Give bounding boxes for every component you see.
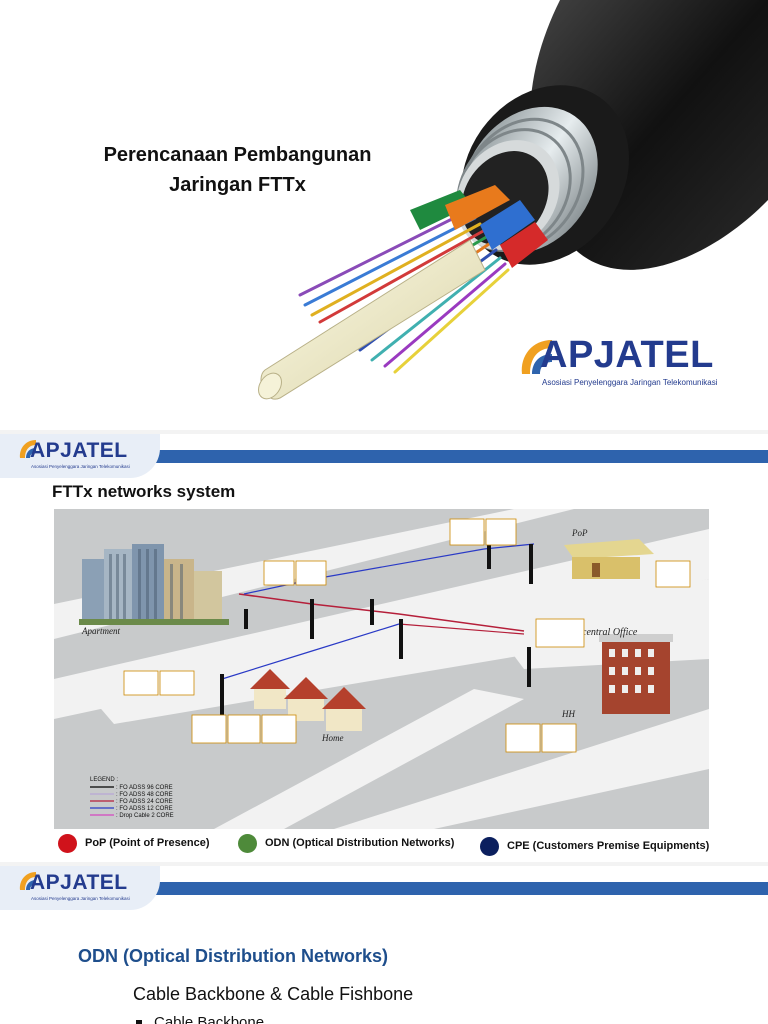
hh-label: HH — [561, 709, 575, 719]
key-odn: ODN (Optical Distribution Networks) — [238, 830, 454, 856]
home-label: Home — [321, 733, 344, 743]
fiber-cable-illustration — [258, 0, 768, 400]
slide-header: APJATEL Asosiasi Penyelenggara Jaringan … — [0, 434, 768, 478]
apjatel-swirl-icon — [521, 340, 552, 374]
legend-list: : FO ADSS 96 CORE : FO ADSS 48 CORE : FO… — [90, 785, 174, 819]
legend-item: : FO ADSS 12 CORE — [116, 806, 173, 812]
key-cpe: CPE (Customers Premise Equipments) — [480, 833, 709, 859]
central-office-label: central Office — [582, 627, 638, 638]
bullet-item: Cable Backbone — [136, 1014, 264, 1024]
slide-heading: ODN (Optical Distribution Networks) — [78, 946, 389, 966]
legend-item: : FO ADSS 24 CORE — [116, 799, 173, 805]
apartment-label: Apartment — [81, 626, 120, 636]
red-dot-icon — [58, 833, 77, 853]
slide-title: Perencanaan Pembangunan Jaringan FTTx — [103, 144, 372, 196]
header-bar — [150, 450, 768, 463]
legend-item: : FO ADSS 48 CORE — [116, 792, 173, 798]
pop-label: PoP — [571, 528, 588, 538]
fttx-network-diagram: Apartment PoP — [54, 509, 709, 829]
component-key: PoP (Point of Presence) ODN (Optical Dis… — [58, 830, 758, 858]
green-dot-icon — [238, 833, 257, 853]
network-system-slide: APJATEL Asosiasi Penyelenggara Jaringan … — [0, 434, 768, 862]
slide-heading: FTTx networks system — [52, 482, 236, 501]
title-slide: Perencanaan Pembangunan Jaringan FTTx — [0, 0, 768, 430]
navy-dot-icon — [480, 836, 499, 856]
legend-item: : Drop Cable 2 CORE — [116, 813, 174, 819]
bullet-icon — [136, 1020, 142, 1024]
apjatel-swirl-icon — [19, 872, 36, 890]
slide-subheading: Cable Backbone & Cable Fishbone — [133, 984, 414, 1004]
slide-header: APJATEL Asosiasi Penyelenggara Jaringan … — [0, 866, 768, 910]
key-pop: PoP (Point of Presence) — [58, 830, 210, 856]
odn-slide: APJATEL Asosiasi Penyelenggara Jaringan … — [0, 866, 768, 1024]
legend-title: LEGEND : — [90, 777, 118, 783]
header-bar — [150, 882, 768, 895]
legend-item: : FO ADSS 96 CORE — [116, 785, 173, 791]
apjatel-swirl-icon — [19, 440, 36, 458]
